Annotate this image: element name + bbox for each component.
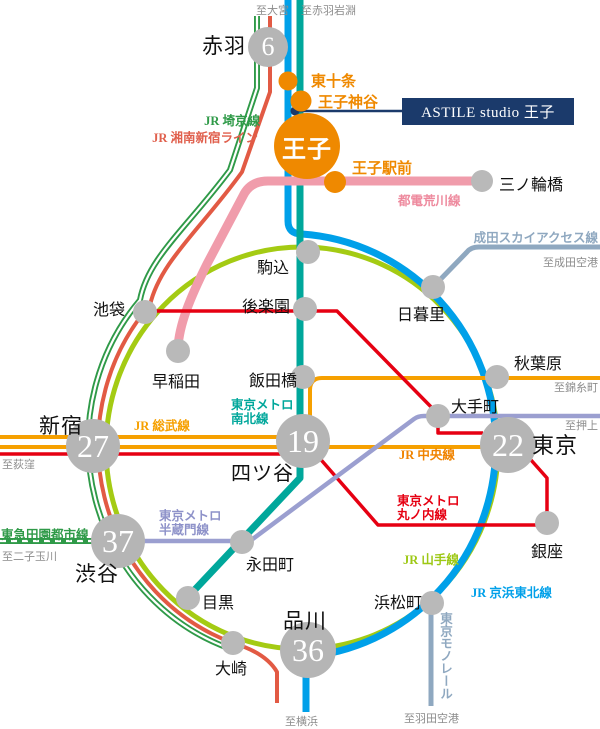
- station-label-akabane: 赤羽: [202, 34, 246, 58]
- station-label-ojikamiya: 王子神谷: [318, 95, 379, 111]
- time-circle-yotsuya: 19: [276, 414, 330, 468]
- station-label-komagome: 駒込: [257, 260, 290, 277]
- station-dot-ginza: [535, 511, 559, 535]
- hanzomon-line: [118, 413, 600, 544]
- line-label-keihin-tohoku: JR 京浜東北線: [471, 586, 552, 600]
- time-circle-shibuya: 37: [91, 514, 145, 568]
- astile-callout-box: ASTILE studio 王子: [402, 98, 574, 125]
- station-label-higashijujo: 東十条: [311, 74, 357, 90]
- station-label-tokyo: 東京: [532, 433, 579, 458]
- line-label-chuo: JR 中央線: [399, 448, 455, 462]
- station-dot-higashijujo: [278, 71, 298, 91]
- station-label-waseda: 早稲田: [152, 374, 201, 391]
- station-dot-iidabashi: [291, 365, 315, 389]
- time-circle-akabane: 6: [248, 27, 288, 67]
- oji-station-label: 王子: [282, 136, 332, 163]
- station-label-iidabashi: 飯田橋: [249, 373, 298, 390]
- saikyo-line-core: [87, 16, 259, 651]
- station-dot-ojikamiya: [290, 90, 312, 112]
- line-label-denentoshi: 東急田園都市線: [1, 528, 89, 542]
- dest-narita-airport: 至成田空港: [543, 257, 598, 269]
- station-label-meguro: 目黒: [202, 595, 235, 612]
- dest-futakotamagawa: 至二子玉川: [2, 551, 57, 563]
- time-akabane: 6: [261, 32, 275, 61]
- station-label-shinagawa: 品川: [283, 609, 327, 633]
- narita-sky-access-line: [431, 244, 600, 289]
- station-dot-akihabara: [485, 365, 509, 389]
- station-label-hamamatsucho: 浜松町: [374, 595, 423, 612]
- time-circle-tokyo: 22: [480, 417, 536, 473]
- dest-omiya: 至大宮: [256, 5, 289, 17]
- dest-oshiage: 至押上: [565, 420, 598, 432]
- station-label-yotsuya: 四ツ谷: [231, 463, 294, 485]
- station-dot-minowabashi: [471, 170, 493, 192]
- line-label-saikyo: JR 埼京線: [204, 114, 260, 128]
- dest-kinshicho: 至錦糸町: [554, 382, 598, 394]
- line-label-hanzomon: 東京メトロ 半蔵門線: [159, 509, 222, 538]
- station-dot-ojiekimae: [324, 171, 346, 193]
- station-label-otemachi: 大手町: [451, 399, 500, 416]
- dest-yokohama: 至横浜: [285, 716, 318, 728]
- line-label-shonan-shinjuku: JR 湘南新宿ライン: [152, 131, 258, 145]
- station-dot-waseda: [166, 339, 190, 363]
- time-tokyo: 22: [492, 426, 524, 463]
- station-label-akihabara: 秋葉原: [514, 356, 563, 373]
- astile-callout-label: ASTILE studio 王子: [421, 105, 555, 121]
- station-dot-komagome: [296, 240, 320, 264]
- station-label-shibuya: 渋谷: [75, 562, 119, 586]
- line-label-nanboku: 東京メトロ 南北線: [231, 398, 294, 427]
- time-shinjuku: 27: [77, 427, 109, 464]
- marunouchi-line-south: [0, 452, 549, 527]
- station-dot-ikebukuro: [133, 300, 157, 324]
- oji-station-circle: 王子: [274, 113, 340, 179]
- line-label-monorail: 東京モノレール: [438, 612, 452, 700]
- station-dot-korakuen: [293, 297, 317, 321]
- station-label-osaki: 大崎: [215, 661, 248, 678]
- station-label-nagatacho: 永田町: [246, 557, 295, 574]
- station-label-ikebukuro: 池袋: [93, 302, 126, 319]
- station-label-shinjuku: 新宿: [39, 414, 83, 438]
- station-label-minowabashi: 三ノ輪橋: [499, 177, 564, 194]
- time-circle-shinjuku: 27: [66, 419, 120, 473]
- line-label-narita-sky-access: 成田スカイアクセス線: [473, 231, 598, 245]
- station-dot-osaki: [221, 631, 245, 655]
- station-dot-meguro: [176, 586, 200, 610]
- toden-arakawa-line: [173, 176, 487, 353]
- line-label-yamanote: JR 山手線: [403, 553, 459, 567]
- time-shibuya: 37: [102, 522, 134, 559]
- station-dot-otemachi: [426, 404, 450, 428]
- line-label-marunouchi: 東京メトロ 丸ノ内線: [397, 494, 460, 523]
- time-shinagawa: 36: [292, 631, 324, 668]
- dest-akabane-iwabuchi: 至赤羽岩淵: [301, 5, 356, 17]
- dest-haneda-airport: 至羽田空港: [404, 713, 459, 725]
- station-label-korakuen: 後楽園: [242, 299, 291, 316]
- station-label-nippori: 日暮里: [397, 307, 446, 324]
- station-label-ojiekimae: 王子駅前: [352, 161, 413, 177]
- station-dot-nippori: [421, 275, 445, 299]
- time-yotsuya: 19: [287, 422, 319, 459]
- station-dot-hamamatsucho: [420, 591, 444, 615]
- station-dot-nagatacho: [230, 530, 254, 554]
- line-label-sobu: JR 総武線: [134, 419, 190, 433]
- time-circle-shinagawa: 36: [280, 622, 336, 678]
- line-label-toden-arakawa: 都電荒川線: [398, 194, 461, 208]
- station-label-ginza: 銀座: [531, 544, 564, 561]
- dest-ogikubo: 至荻窪: [2, 459, 35, 471]
